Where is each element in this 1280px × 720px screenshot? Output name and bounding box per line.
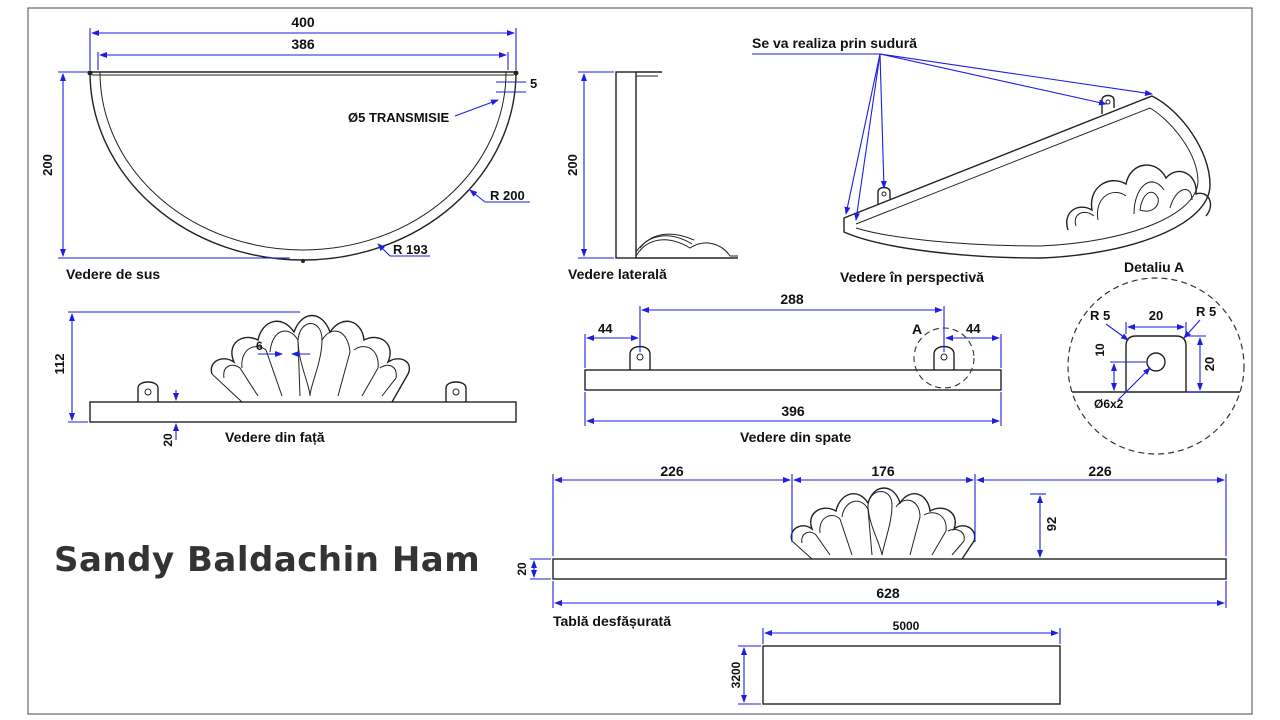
top-edge-dimension: 5: [530, 76, 537, 91]
detail-height-dimension: 20: [1202, 357, 1217, 371]
top-view: 400 386 200 5 Ø5 TRANSMISIE R 200 R 193 …: [40, 14, 537, 282]
flat-pattern-caption: Tablă desfășurată: [553, 613, 671, 629]
sheet-border: [27, 7, 1253, 715]
flat-middle-dimension: 176: [871, 463, 895, 479]
side-height-dimension: 200: [565, 154, 580, 176]
flat-left-dimension: 226: [660, 463, 684, 479]
detail-width-dimension: 20: [1149, 308, 1163, 323]
sheet-stock: 5000 3200: [729, 619, 1061, 705]
back-tab-spacing: 288: [780, 291, 804, 307]
top-view-caption: Vedere de sus: [66, 266, 160, 282]
hole-note: Ø5 TRANSMISIE: [348, 110, 449, 125]
perspective-view: Se va realiza prin sudură Vedere în pers…: [752, 35, 1212, 285]
outer-radius-label: R 200: [490, 188, 525, 203]
detail-a-marker: A: [912, 321, 922, 337]
flat-pattern: 226 176 226 92 20 628 Tablă desfășurată: [515, 463, 1227, 629]
top-depth-dimension: 200: [40, 154, 55, 176]
back-left-offset: 44: [598, 321, 613, 336]
detail-caption: Detaliu A: [1124, 259, 1184, 275]
front-view-caption: Vedere din față: [225, 429, 325, 445]
flat-total-dimension: 628: [876, 585, 900, 601]
detail-left-radius: R 5: [1090, 308, 1110, 323]
perspective-view-caption: Vedere în perspectivă: [840, 269, 984, 285]
front-shell-ornament: [210, 315, 411, 403]
product-title: Sandy Baldachin Ham: [54, 540, 481, 580]
detail-right-radius: R 5: [1196, 304, 1216, 319]
detail-hole-offset: 10: [1093, 343, 1107, 357]
back-total-dimension: 396: [781, 403, 805, 419]
top-inner-width-dimension: 386: [291, 36, 315, 52]
back-view-caption: Vedere din spate: [740, 429, 851, 445]
flat-strip-dimension: 20: [515, 562, 529, 576]
perspective-shell-ornament: [1066, 164, 1212, 231]
side-view-caption: Vedere laterală: [568, 266, 667, 282]
top-width-dimension: 400: [291, 14, 315, 30]
front-strip-dimension: 20: [161, 433, 175, 447]
inner-radius-label: R 193: [393, 242, 428, 257]
detail-hole-label: Ø6x2: [1094, 397, 1124, 411]
sheet-height-dimension: 3200: [729, 661, 743, 688]
weld-note: Se va realiza prin sudură: [752, 35, 917, 51]
sheet-width-dimension: 5000: [893, 619, 920, 633]
flat-shell-ornament: [790, 487, 976, 560]
back-right-offset: 44: [966, 321, 981, 336]
front-height-dimension: 112: [52, 354, 67, 375]
front-view: 112 20 6 Vedere din față: [52, 311, 517, 447]
back-view: A 288 44 44 396 Vedere din spate: [584, 291, 1002, 445]
flat-right-dimension: 226: [1088, 463, 1112, 479]
flat-height-dimension: 92: [1044, 517, 1059, 531]
side-view: 200 Vedere laterală: [565, 71, 738, 282]
front-petal-gap: 6: [256, 339, 263, 353]
detail-a: Detaliu A 20 R 5 R 5 20 10 Ø6x2: [1067, 259, 1245, 455]
